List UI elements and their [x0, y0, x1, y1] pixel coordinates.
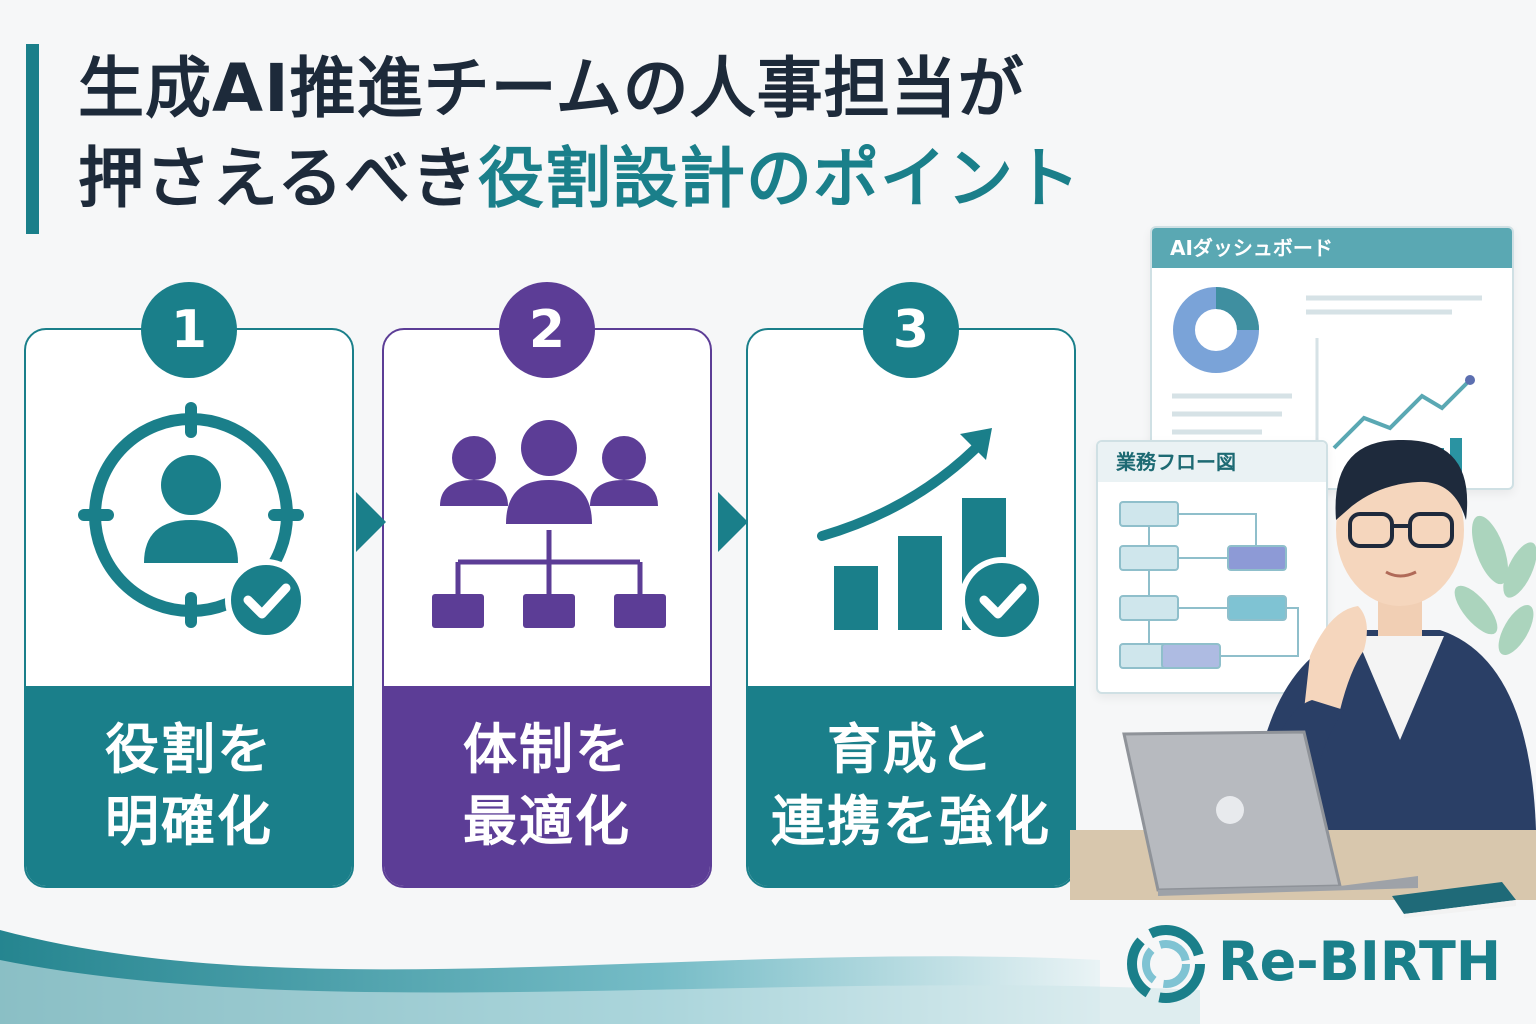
- step-badge-3: 3: [863, 282, 959, 378]
- page-title: 生成AI推進チームの人事担当が 押さえるべき役割設計のポイント: [78, 44, 1081, 224]
- title-line-1: 生成AI推進チームの人事担当が: [78, 50, 1025, 127]
- title-line-2-highlight: 役割設計のポイント: [478, 140, 1082, 217]
- brand-logo-text: Re-BIRTH: [1218, 930, 1502, 993]
- book-illustration: [1392, 882, 1516, 918]
- flow-diagram-graphics: [1119, 501, 1299, 669]
- card-training-collaboration: 育成と 連携を強化: [746, 328, 1076, 888]
- card-role-clarify: 役割を 明確化: [24, 328, 354, 888]
- growth-chart-check-icon: [817, 428, 1045, 643]
- chevron-right-icon: [356, 492, 386, 552]
- plant-leaves: [1454, 515, 1536, 655]
- card-3-footer: 育成と 連携を強化: [748, 686, 1074, 886]
- laptop-illustration: [1122, 730, 1418, 896]
- flow-title: 業務フロー図: [1098, 442, 1326, 482]
- re-birth-logo-icon: [1127, 925, 1205, 1003]
- bottom-wave: [0, 930, 1200, 1024]
- card-1-footer: 役割を 明確化: [26, 686, 352, 886]
- org-chart-team-icon: [432, 420, 666, 628]
- step-badge-1: 1: [141, 282, 237, 378]
- card-2-footer: 体制を 最適化: [384, 686, 710, 886]
- workflow-diagram-panel: 業務フロー図: [1096, 440, 1328, 694]
- card-structure-optimize: 体制を 最適化: [382, 328, 712, 888]
- card-2-label: 体制を 最適化: [463, 718, 631, 853]
- card-3-label: 育成と 連携を強化: [771, 718, 1051, 853]
- dashboard-title: AIダッシュボード: [1152, 228, 1512, 268]
- card-1-label: 役割を 明確化: [105, 718, 273, 853]
- ai-dashboard-panel: AIダッシュボード: [1150, 226, 1514, 490]
- step-badge-2: 2: [499, 282, 595, 378]
- chevron-right-icon: [718, 492, 748, 552]
- title-line-2-prefix: 押さえるべき: [78, 140, 479, 217]
- title-accent-bar: [26, 44, 39, 234]
- target-person-check-icon: [78, 402, 307, 641]
